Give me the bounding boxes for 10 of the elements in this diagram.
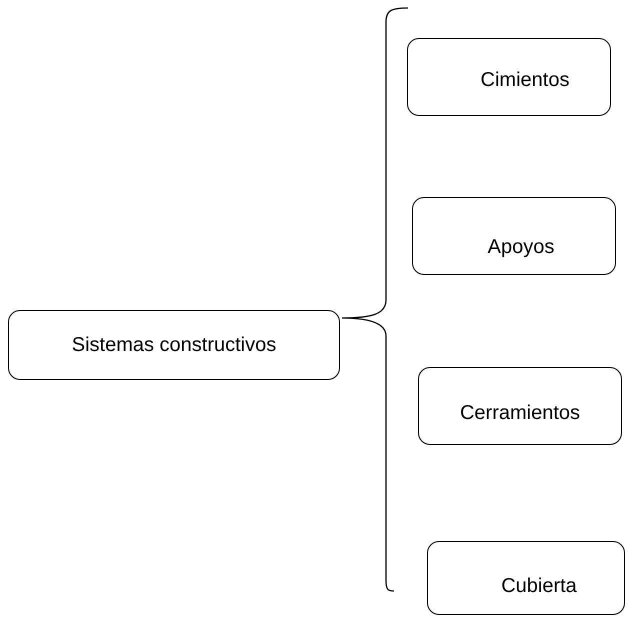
rounded-box [427, 541, 625, 615]
node-label: Cimientos [480, 68, 570, 92]
node-label: Cubierta [500, 574, 577, 598]
rounded-box [418, 367, 622, 445]
rounded-box [8, 310, 340, 380]
rounded-box [407, 38, 611, 116]
rounded-box [412, 197, 616, 275]
node-label: Sistemas constructivos [72, 334, 276, 356]
node-label: Cerramientos [460, 400, 580, 424]
node-label: Apoyos [486, 234, 554, 258]
